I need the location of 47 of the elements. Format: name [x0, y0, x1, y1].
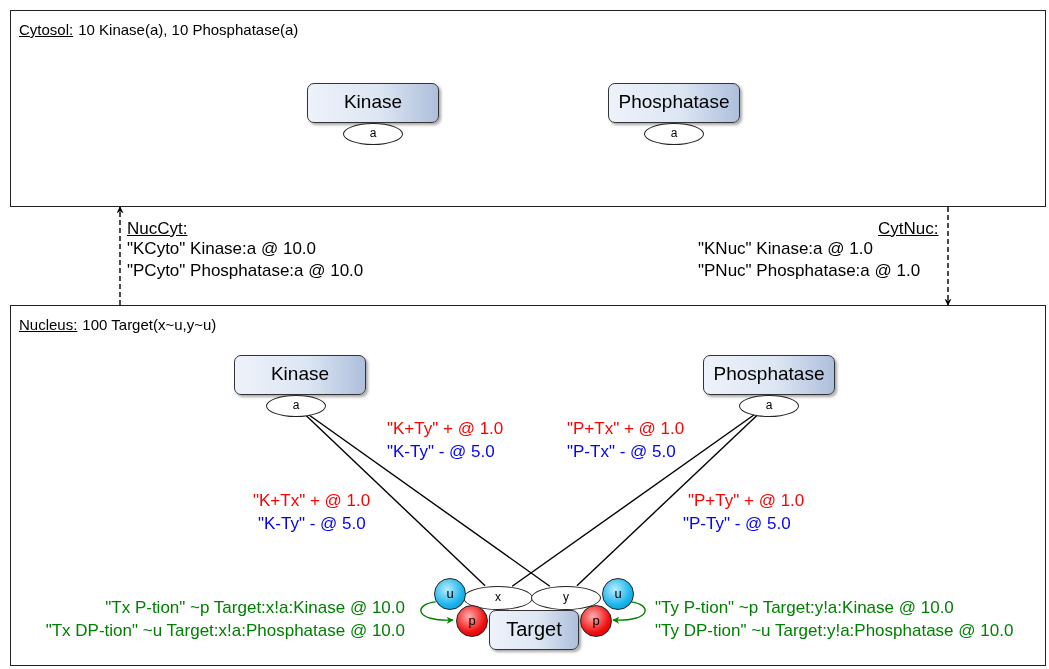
rule-label: "K+Tx" + @ 1.0	[253, 491, 371, 511]
compartment-box	[10, 305, 1046, 666]
rule-label: "PCyto" Phosphatase:a @ 10.0	[127, 261, 364, 281]
protein-box: Kinase	[234, 355, 366, 395]
binding-site-ellipse: x	[463, 586, 533, 610]
rule-label: "P+Tx" + @ 1.0	[567, 419, 685, 439]
edge-label: NucCyt:	[127, 219, 188, 239]
compartment-contents: 100 Target(x~u,y~u)	[82, 316, 217, 333]
dashed-arrow	[944, 206, 952, 306]
rule-label: "K-Ty" - @ 5.0	[258, 514, 366, 534]
edge-label: CytNuc:	[878, 219, 939, 239]
rule-label: "KNuc" Kinase:a @ 1.0	[698, 239, 873, 259]
binding-line	[576, 414, 758, 587]
rule-label: "P-Tx" - @ 5.0	[567, 442, 676, 462]
binding-line	[305, 414, 486, 587]
rule-label: "P-Ty" - @ 5.0	[683, 514, 791, 534]
binding-site-ellipse: a	[343, 123, 403, 145]
binding-site-ellipse: a	[644, 123, 704, 145]
protein-box: Target	[489, 610, 579, 650]
protein-box: Phosphatase	[608, 83, 740, 123]
rule-label: "K+Ty" + @ 1.0	[387, 419, 504, 439]
rule-label: "Ty P-tion" ~p Target:y!a:Kinase @ 10.0	[655, 598, 954, 618]
state-circle: u	[434, 578, 466, 610]
rule-label: "KCyto" Kinase:a @ 10.0	[127, 239, 317, 259]
state-circle: p	[580, 605, 612, 637]
compartment-title: Cytosol:	[19, 21, 74, 38]
rule-label: "Ty DP-tion" ~u Target:y!a:Phosphatase @ 10.0	[655, 621, 1014, 641]
protein-box: Phosphatase	[703, 355, 835, 395]
compartment-box	[10, 10, 1046, 207]
arrow	[420, 601, 454, 624]
rule-label: "K-Ty" - @ 5.0	[387, 442, 495, 462]
binding-line	[511, 414, 755, 587]
binding-line	[308, 414, 551, 587]
rule-label: "P+Ty" + @ 1.0	[688, 491, 805, 511]
rule-label: "Tx DP-tion" ~u Target:x!a:Phosphatase @ 10.0	[45, 621, 405, 641]
binding-site-ellipse: y	[531, 586, 601, 610]
binding-site-ellipse: a	[266, 395, 326, 417]
rule-label: "PNuc" Phosphatase:a @ 1.0	[698, 261, 921, 281]
dashed-arrow	[116, 206, 124, 306]
rule-label: "Tx P-tion" ~p Target:x!a:Kinase @ 10.0	[105, 598, 405, 618]
arrow	[612, 601, 646, 624]
state-circle: u	[602, 578, 634, 610]
compartment-title: Nucleus:	[19, 316, 78, 333]
binding-site-ellipse: a	[739, 395, 799, 417]
protein-box: Kinase	[307, 83, 439, 123]
compartment-contents: 10 Kinase(a), 10 Phosphatase(a)	[78, 21, 299, 38]
state-circle: p	[456, 605, 488, 637]
